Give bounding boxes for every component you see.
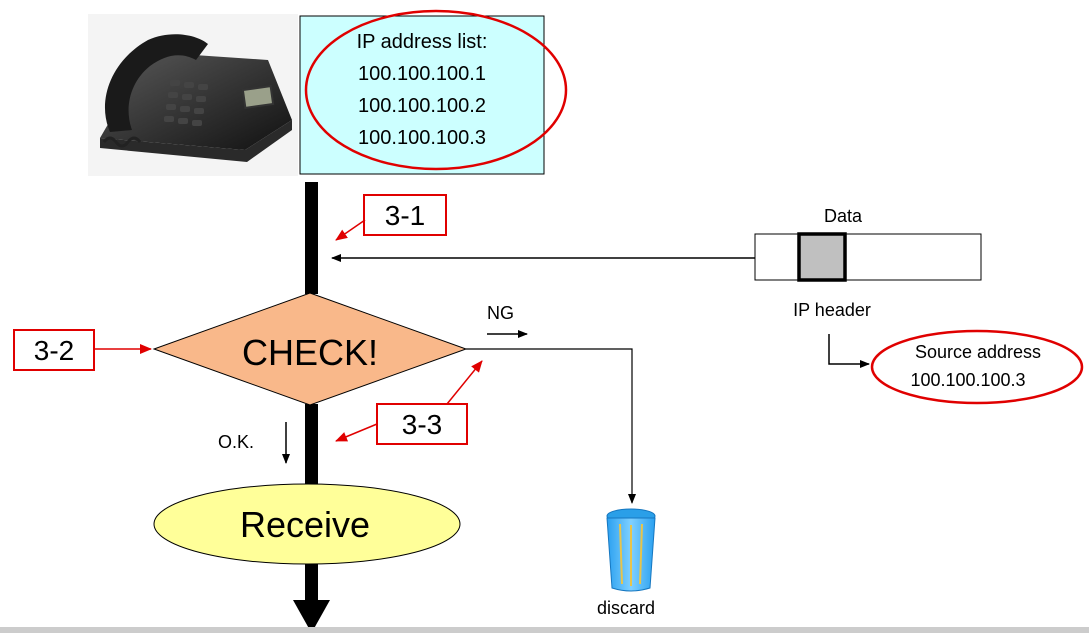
source-address-title: Source address	[915, 342, 1041, 362]
receive-label: Receive	[240, 504, 370, 545]
desk-phone-icon	[88, 14, 298, 176]
ip-header-label: IP header	[793, 300, 871, 320]
discard-label: discard	[597, 598, 655, 618]
step-3-1-label: 3-1	[385, 200, 425, 231]
receive-ellipse	[153, 483, 461, 565]
ip-address-list: IP address list: 100.100.100.1 100.100.1…	[299, 9, 568, 175]
ip-list-address-2: 100.100.100.2	[358, 95, 486, 117]
ip-list-highlight-circle	[304, 9, 568, 171]
packet-body	[754, 233, 982, 281]
source-address-value: 100.100.100.3	[910, 370, 1025, 390]
step-3-2-box	[13, 329, 95, 371]
ip-list-box	[299, 15, 545, 175]
source-highlight-circle	[870, 329, 1084, 405]
trash-can-icon	[606, 508, 656, 592]
bottom-divider	[0, 627, 1089, 633]
data-label: Data	[824, 206, 863, 226]
ng-discard-path	[466, 348, 636, 504]
source-pointer-arrow	[828, 334, 870, 368]
step-3-1-arrow	[335, 219, 366, 241]
step-3-3-label: 3-3	[402, 409, 442, 440]
ip-list-title: IP address list:	[357, 31, 488, 53]
step-3-1-box	[363, 194, 447, 236]
check-label: CHECK!	[242, 332, 378, 373]
ip-list-address-1: 100.100.100.1	[358, 63, 486, 85]
ip-packet: Data IP header	[754, 206, 982, 320]
flow-arrowhead	[293, 600, 330, 633]
ip-list-address-3: 100.100.100.3	[358, 127, 486, 149]
ng-label: NG	[487, 303, 514, 323]
flow-line-upper	[305, 182, 318, 294]
step-3-3-arrow-to-ng	[446, 360, 483, 405]
step-3-2-label: 3-2	[34, 335, 74, 366]
ip-header-field	[797, 232, 847, 282]
check-diamond	[152, 292, 468, 406]
ok-label: O.K.	[218, 432, 254, 452]
step-3-3-arrow-to-flow	[335, 423, 378, 442]
